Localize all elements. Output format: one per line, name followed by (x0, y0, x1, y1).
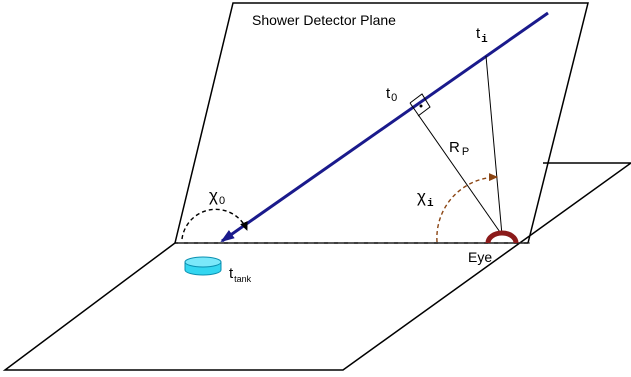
label-eye: Eye (468, 249, 492, 265)
label-ttank: ttank (229, 265, 252, 284)
label-chi0: χ0 (209, 186, 225, 207)
shower-axis-arrow (220, 11, 549, 243)
right-angle-marker (409, 93, 431, 117)
label-ti: ti (476, 25, 488, 46)
shower-detector-plane (174, 2, 589, 244)
rp-line (409, 102, 503, 236)
label-t0: t0 (386, 85, 397, 104)
plane-title: Shower Detector Plane (252, 12, 396, 28)
eye-icon (485, 230, 519, 244)
chi0-arc (181, 208, 248, 240)
ground-plane-outline (2, 162, 631, 371)
right-angle-dot (419, 104, 423, 108)
label-chii: χi (417, 187, 434, 210)
tank-icon (184, 256, 222, 276)
chii-arc (436, 173, 498, 243)
view-line-ti (485, 55, 503, 236)
